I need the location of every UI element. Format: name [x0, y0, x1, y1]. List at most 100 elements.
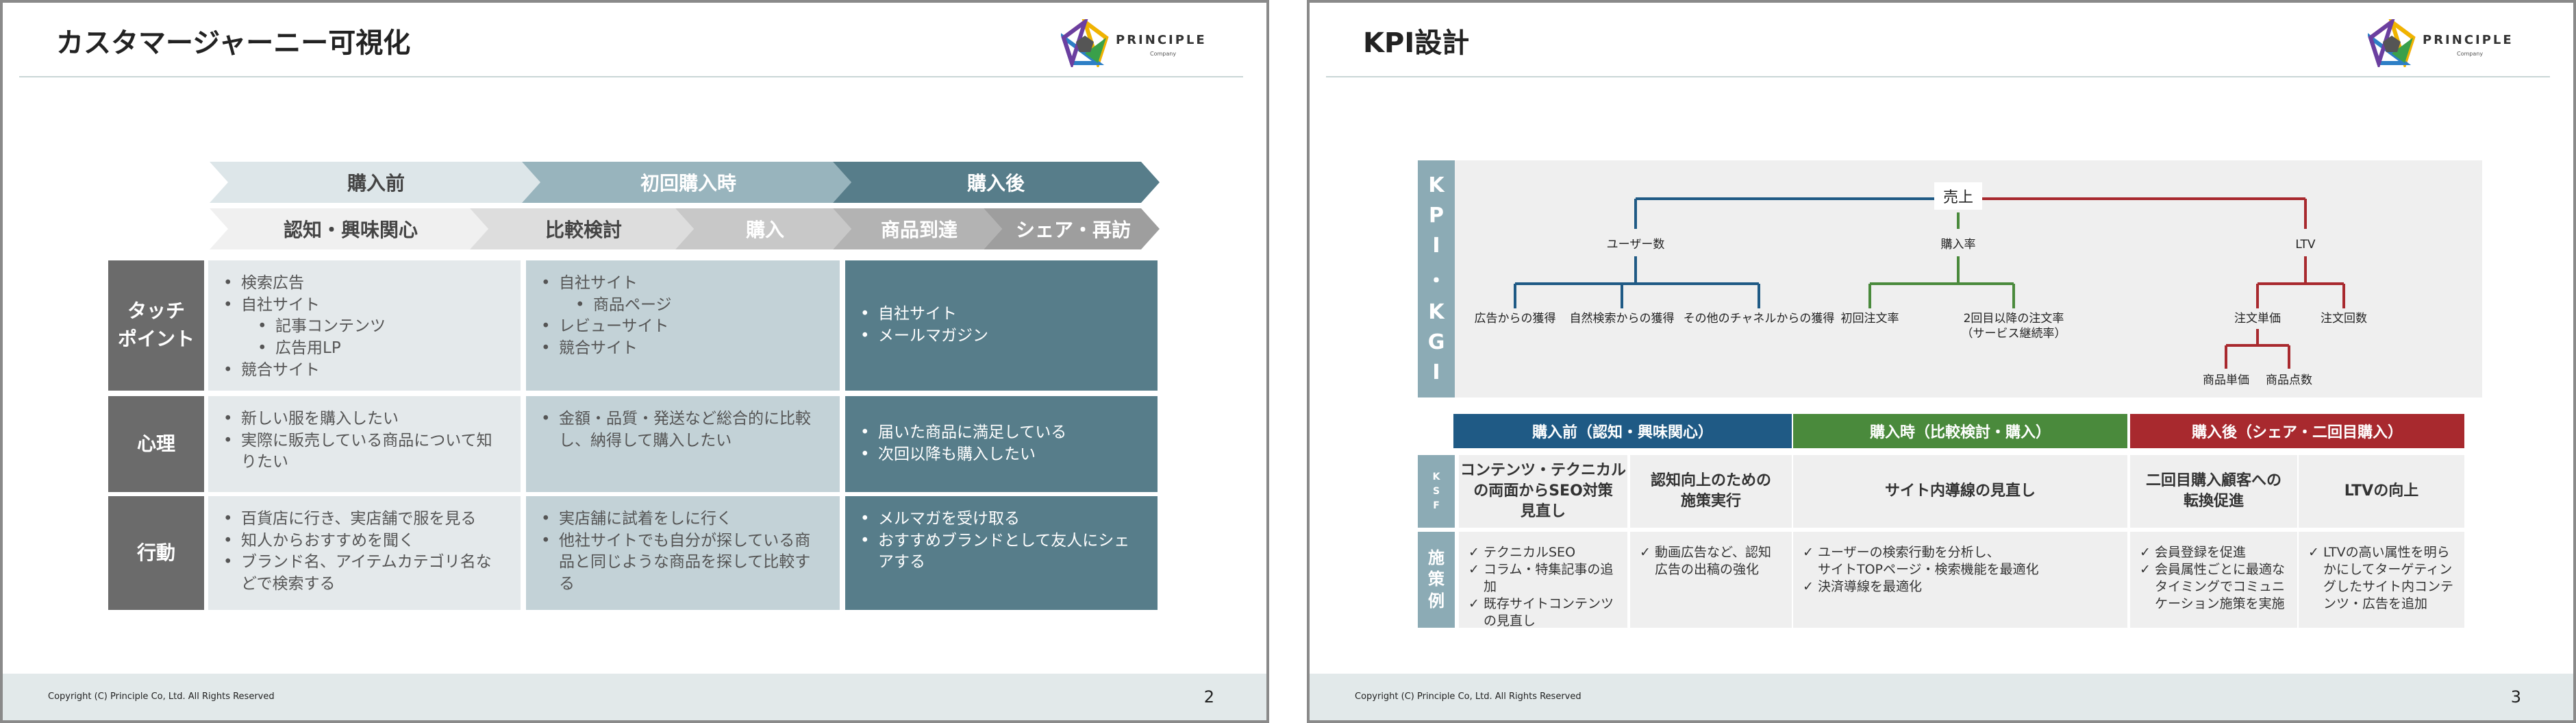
list-item: 競合サイト: [223, 360, 505, 382]
side-label-char: G: [1427, 330, 1445, 355]
ksf-seo: コンテンツ・テクニカル の両面からSEO対策 見直し: [1459, 455, 1627, 528]
list-item: 他社サイトでも自分が探している商品と同じような商品を探して比較する: [541, 530, 825, 596]
cell-psychology-first: 金額・品質・発送など総合的に比較し、納得して購入したい: [526, 396, 840, 492]
kpi-node-sales: 売上: [1934, 182, 1982, 210]
cell-action-pre: 百貨店に行き、実店舗で服を見る知人からおすすめを聞くブランド名、アイテムカテゴリ…: [208, 496, 521, 610]
cell-psychology-after: 届いた商品に満足している次回以降も購入したい: [845, 396, 1158, 492]
kpi-node-ltv: LTV: [2292, 237, 2318, 253]
company-logo: PRINCIPLE Company: [1061, 19, 1218, 67]
list-item: おすすめブランドとして友人にシェアする: [860, 530, 1142, 574]
side-label-char: 策: [1428, 569, 1445, 589]
cell-touchpoint-pre: 検索広告自社サイト記事コンテンツ広告用LP競合サイト: [208, 260, 521, 391]
footer-bar: Copyright (C) Principle Co, Ltd. All Rig…: [3, 674, 1266, 720]
measure-repeat-conversion: 会員登録を促進会員属性ごとに最適なタイミングでコミュニケーション施策を実施: [2130, 532, 2297, 628]
measure-item: 既存サイトコンテンツの見直し: [1468, 596, 1618, 630]
list-item: 実際に販売している商品について知りたい: [223, 430, 505, 474]
page-number: 3: [2510, 687, 2521, 707]
list-item: 百貨店に行き、実店舗で服を見る: [223, 508, 505, 530]
kpi-node-item-count: 商品点数: [2266, 373, 2312, 387]
list-item: 自社サイト: [223, 295, 505, 317]
list-item: 次回以降も購入したい: [860, 444, 1066, 466]
list-item: 自社サイト: [541, 273, 825, 295]
title-divider: [19, 76, 1243, 77]
pentagon-logo-icon: [1061, 19, 1109, 67]
stage-label-4: 商品到達: [880, 219, 958, 241]
ksf-awareness: 認知向上のための 施策実行: [1630, 455, 1792, 528]
phase-header-after: 購入後（シェア・二回目購入）: [2130, 414, 2464, 448]
row-label-touchpoint: タッチ ポイント: [108, 260, 204, 391]
side-label-char: ・: [1426, 269, 1447, 293]
side-label-char: S: [1432, 485, 1440, 497]
cell-action-after: メルマガを受け取るおすすめブランドとして友人にシェアする: [845, 496, 1158, 610]
side-label-char: 例: [1428, 591, 1445, 611]
row-label-psychology: 心理: [108, 396, 204, 492]
measure-item: 会員登録を促進: [2140, 544, 2288, 561]
copyright-text: Copyright (C) Principle Co, Ltd. All Rig…: [48, 691, 275, 702]
side-label-char: 施: [1428, 548, 1445, 568]
list-item: 記事コンテンツ: [223, 316, 505, 338]
list-item: 自社サイト: [860, 304, 988, 326]
stage-chevron-1: [210, 208, 488, 249]
slide-customer-journey: カスタマージャーニー可視化 PRINCIPLE Company 購入前 初回購入…: [0, 0, 1269, 723]
logo-subtext: Company: [2457, 51, 2484, 57]
list-item: メールマガジン: [860, 326, 988, 347]
kpi-node-organic-acquisition: 自然検索からの獲得: [1569, 312, 1675, 326]
measure-ltv: LTVの高い属性を明らかにしてターゲティングしたサイト内コンテンツ・広告を追加: [2299, 532, 2464, 628]
logo-wordmark: PRINCIPLE: [1116, 33, 1207, 47]
measure-item: LTVの高い属性を明らかにしてターゲティングしたサイト内コンテンツ・広告を追加: [2308, 544, 2455, 613]
stage-chevron-5: [984, 208, 1160, 249]
ksf-site-flow: サイト内導線の見直し: [1793, 455, 2127, 528]
kpi-node-first-order-rate: 初回注文率: [1840, 312, 1899, 326]
phase-label-first: 初回購入時: [640, 172, 736, 195]
copyright-text: Copyright (C) Principle Co, Ltd. All Rig…: [1355, 691, 1581, 702]
phase-chevron-pre: [210, 162, 540, 203]
measures-side-label: 施策例: [1418, 532, 1455, 628]
list-item: メルマガを受け取る: [860, 508, 1142, 530]
stage-label-3: 購入: [745, 219, 784, 241]
cell-action-first: 実店舗に試着をしに行く他社サイトでも自分が探している商品と同じような商品を探して…: [526, 496, 840, 610]
stage-label-1: 認知・興味関心: [283, 219, 418, 241]
measure-item: 決済導線を最適化: [1803, 578, 2118, 596]
cell-psychology-pre: 新しい服を購入したい実際に販売している商品について知りたい: [208, 396, 521, 492]
phase-header-during: 購入時（比較検討・購入）: [1793, 414, 2127, 448]
list-item: 知人からおすすめを聞く: [223, 530, 505, 552]
title-divider: [1326, 76, 2550, 77]
kpi-node-cvr: 購入率: [1938, 237, 1979, 253]
measure-item: 動画広告など、認知広告の出稿の強化: [1640, 544, 1782, 578]
kpi-node-repeat-order-rate: 2回目以降の注文率 （サービス継続率）: [1961, 312, 2066, 341]
footer-bar: Copyright (C) Principle Co, Ltd. All Rig…: [1310, 674, 2573, 720]
list-item: 実店舗に試着をしに行く: [541, 508, 825, 530]
phase-chevrons: [210, 162, 1160, 249]
stage-chevron-4: [833, 208, 1002, 249]
stage-label-5: シェア・再訪: [1015, 219, 1131, 241]
stage-chevron-3: [675, 208, 851, 249]
page-number: 2: [1203, 687, 1214, 707]
list-item: ブランド名、アイテムカテゴリ名などで検索する: [223, 552, 505, 595]
side-label-char: K: [1428, 173, 1445, 197]
kpi-node-order-price: 注文単価: [2231, 311, 2284, 327]
list-item: 競合サイト: [541, 338, 825, 360]
company-logo: PRINCIPLE Company: [2368, 19, 2525, 67]
measure-item: コラム・特集記事の追加: [1468, 561, 1618, 596]
kpi-node-item-price: 商品単価: [2203, 373, 2249, 387]
measure-item: 会員属性ごとに最適なタイミングでコミュニケーション施策を実施: [2140, 561, 2288, 613]
page-title: カスタマージャーニー可視化: [56, 27, 411, 59]
page-title: KPI設計: [1363, 27, 1470, 59]
kpi-node-order-count: 注文回数: [2321, 312, 2367, 326]
logo-subtext: Company: [1150, 51, 1177, 57]
phase-header-pre: 購入前（認知・興味関心）: [1453, 414, 1792, 448]
list-item: 検索広告: [223, 273, 505, 295]
measure-item: テクニカルSEO: [1468, 544, 1618, 561]
side-label-char: K: [1428, 300, 1445, 325]
list-item: 金額・品質・発送など総合的に比較し、納得して購入したい: [541, 408, 825, 452]
measure-item: ユーザーの検索行動を分析し、 サイトTOPページ・検索機能を最適化: [1803, 544, 2118, 578]
side-label-char: I: [1432, 360, 1440, 385]
cell-touchpoint-first: 自社サイト商品ページレビューサイト競合サイト: [526, 260, 840, 391]
measure-awareness: 動画広告など、認知広告の出稿の強化: [1630, 532, 1792, 628]
kpi-node-users: ユーザー数: [1603, 237, 1668, 253]
cell-touchpoint-after: 自社サイトメールマガジン: [845, 260, 1158, 391]
phase-label-pre: 購入前: [347, 172, 405, 195]
row-label-action: 行動: [108, 496, 204, 610]
